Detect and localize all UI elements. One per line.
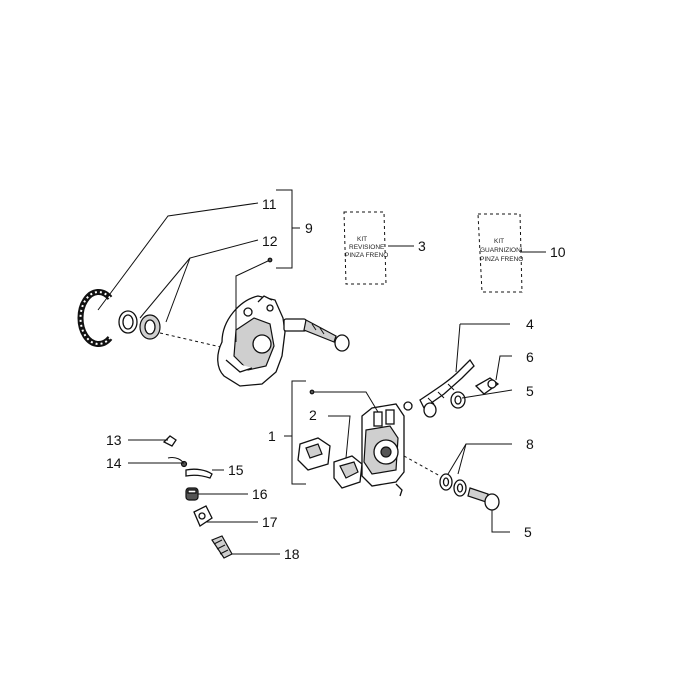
- callout-13: 13: [106, 432, 122, 448]
- callout-2: 2: [309, 407, 317, 423]
- callout-6: 6: [526, 349, 534, 365]
- callout-8: 8: [526, 436, 534, 452]
- callout-4: 4: [526, 316, 534, 332]
- kit-guarnizioni-line1: KIT: [494, 238, 504, 245]
- callout-10: 10: [550, 244, 566, 260]
- bleed-cap-part-13: [162, 435, 177, 447]
- bracket-group-9: [276, 189, 300, 269]
- callout-14: 14: [106, 455, 122, 471]
- bolt-part-5-lower: [467, 487, 500, 511]
- kit-revisione-line3: PINZA FRENO: [345, 252, 388, 259]
- washer-part-5-upper: [423, 391, 466, 418]
- caliper-bolt: [283, 318, 350, 352]
- callout-12: 12: [262, 233, 278, 249]
- piston-seal-part-12: [118, 310, 161, 340]
- callout-5-upper: 5: [526, 383, 534, 399]
- callout-17: 17: [262, 514, 278, 530]
- kit-revisione-bag-part-3: KIT REVISIONE PINZA FRENO: [343, 211, 388, 285]
- callout-labels: 11 12 9 3 10 4 6 5 2 1 8 5 13 14 15 16 1…: [106, 196, 566, 562]
- callout-9: 9: [305, 220, 313, 236]
- brake-pipe-part-4: [419, 358, 475, 409]
- kit-guarnizioni-line2: GUARNIZIONI: [480, 247, 523, 254]
- dust-cap-part-16: [185, 487, 199, 501]
- kit-guarnizioni-bag-part-10: KIT GUARNIZIONI PINZA FRENO: [477, 213, 523, 293]
- brake-pads-part-2: [297, 437, 363, 489]
- bleed-screw-part-17: [193, 505, 213, 527]
- bleed-valve-part-18: [211, 535, 233, 559]
- kit-guarnizioni-line3: PINZA FRENO: [480, 256, 523, 263]
- leader-lines: [97, 202, 546, 555]
- callout-18: 18: [284, 546, 300, 562]
- washers-part-8: [439, 473, 467, 497]
- callout-3: 3: [418, 238, 426, 254]
- bracket-group-1: [284, 380, 306, 485]
- callout-11: 11: [262, 196, 277, 212]
- main-caliper-body-part-1: [361, 401, 413, 497]
- caliper-body-half-part-9: [217, 295, 286, 387]
- callout-5-lower: 5: [524, 524, 532, 540]
- spring-clip-part-14: [167, 457, 188, 468]
- callout-15: 15: [228, 462, 244, 478]
- banjo-fitting-part-6: [474, 377, 500, 395]
- kit-revisione-line1: KIT: [357, 236, 367, 243]
- kit-revisione-line2: REVISIONE: [349, 244, 385, 251]
- seal-ring-part-11: [77, 289, 113, 347]
- pin-part-15: [185, 468, 213, 479]
- callout-16: 16: [252, 486, 268, 502]
- callout-1: 1: [268, 428, 276, 444]
